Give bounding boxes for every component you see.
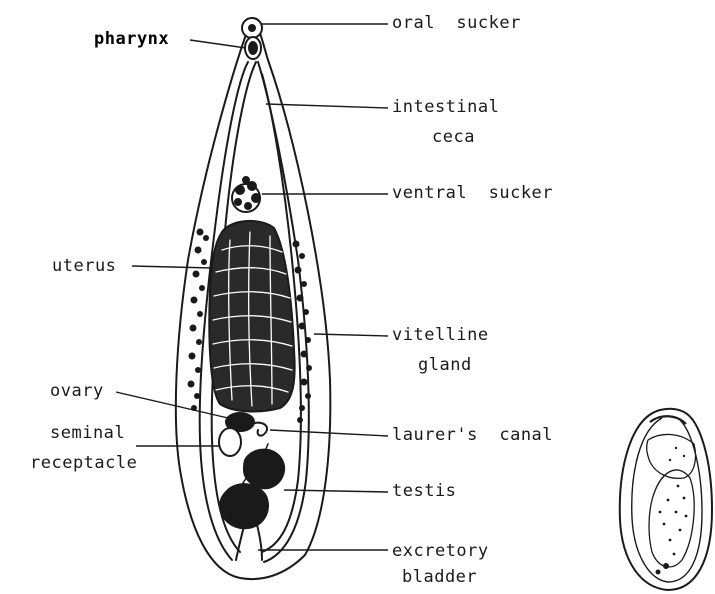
testis — [220, 450, 284, 529]
ventral-sucker — [232, 177, 260, 212]
egg-illustration — [620, 409, 712, 590]
label-laurers-canal: laurer's canal — [392, 424, 553, 446]
label-uterus: uterus — [52, 255, 116, 277]
label-pharynx: pharynx — [94, 28, 169, 50]
label-seminal-receptacle-line2: receptacle — [30, 452, 137, 474]
label-oral-sucker: oral sucker — [392, 12, 521, 34]
leader-vitelline-gland — [314, 334, 388, 336]
leader-testis — [284, 490, 388, 492]
leader-pharynx — [190, 40, 246, 48]
leader-intestinal-ceca — [266, 104, 388, 108]
label-ovary: ovary — [50, 380, 104, 402]
seminal-receptacle — [219, 428, 241, 456]
label-intestinal-ceca-line1: intestinal — [392, 96, 499, 118]
label-excretory-bladder-line1: excretory — [392, 540, 489, 562]
label-excretory-bladder-line2: bladder — [402, 566, 477, 588]
label-seminal-receptacle-line1: seminal — [50, 422, 125, 444]
label-ventral-sucker: ventral sucker — [392, 182, 553, 204]
label-testis: testis — [392, 480, 456, 502]
vitelline-gland-right — [293, 241, 313, 424]
leader-uterus — [132, 266, 212, 268]
label-vitelline-gland-line2: gland — [418, 354, 472, 376]
label-vitelline-gland-line1: vitelline — [392, 324, 489, 346]
label-intestinal-ceca-line2: ceca — [432, 126, 475, 148]
